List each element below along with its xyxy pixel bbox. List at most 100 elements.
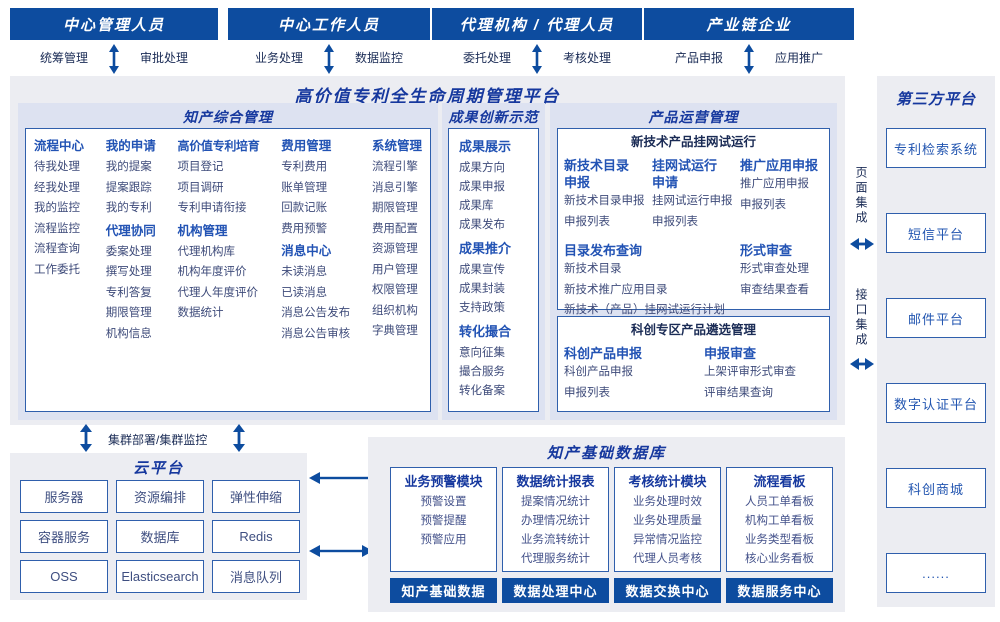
vertical-double-arrow-icon bbox=[233, 424, 245, 452]
group-items: 我的提案提案跟踪我的专利 bbox=[106, 157, 156, 219]
platform-panel: 高价值专利全生命周期管理平台 知产综合管理 流程中心 待我处理经我处理我的监控流… bbox=[10, 76, 845, 425]
group-header: 形式审查 bbox=[740, 243, 793, 258]
menu-item: 代理机构库 bbox=[177, 245, 236, 258]
ip-column-my-apply: 我的申请 我的提案提案跟踪我的专利 代理协同 委案处理撰写处理专利答复期限管理机… bbox=[106, 134, 156, 344]
cloud-service-box: Redis bbox=[212, 520, 300, 553]
group-items: 形式审查处理审查结果查看 bbox=[740, 259, 823, 300]
group-items: 挂网试运行申报申报列表 bbox=[652, 191, 740, 232]
menu-item: 意向征集 bbox=[459, 347, 505, 359]
integration-api-label: 接口集成 bbox=[854, 288, 868, 348]
actor-flows-4: 产品申报 应用推广 bbox=[644, 44, 854, 76]
group-header: 成果展示 bbox=[459, 139, 512, 154]
menu-item: 项目调研 bbox=[177, 181, 224, 194]
section-product-ops: 产品运营管理 新技术产品挂网试运行 新技术目录申报 新技术目录申报申报列表 挂网… bbox=[550, 103, 837, 420]
menu-item: 我的专利 bbox=[105, 202, 152, 214]
po-col: 科创产品申报 科创产品申报申报列表 bbox=[564, 341, 704, 403]
module-header: 流程看板 bbox=[753, 474, 806, 489]
menu-item: 流程引擎 bbox=[371, 161, 418, 173]
menu-item: 流程监控 bbox=[34, 222, 80, 235]
selection-box-title: 科创专区产品遴选管理 bbox=[630, 323, 756, 337]
db-modules: 业务预警模块 预警设置预警提醒预警应用 数据统计报表 提案情况统计办理情况统计业… bbox=[390, 467, 833, 572]
module-item: 异常情况监控 bbox=[633, 534, 702, 546]
third-party-title: 第三方平台 bbox=[895, 91, 976, 108]
platform-title: 高价值专利全生命周期管理平台 bbox=[294, 87, 561, 106]
module-item: 业务处理质量 bbox=[633, 515, 702, 527]
integration-page-label: 页面集成 bbox=[854, 166, 868, 226]
menu-item: 申报列表 bbox=[564, 386, 610, 399]
menu-item: 委案处理 bbox=[105, 245, 152, 258]
trial-operation-box: 新技术产品挂网试运行 新技术目录申报 新技术目录申报申报列表 挂网试运行申请 挂… bbox=[557, 128, 830, 316]
menu-item: 支持政策 bbox=[459, 302, 505, 314]
section-title: 成果创新示范 bbox=[448, 109, 539, 125]
module-item: 业务类型看板 bbox=[745, 534, 814, 546]
menu-item: 挂网试运行申报 bbox=[652, 195, 733, 207]
module-items: 预警设置预警提醒预警应用 bbox=[391, 493, 496, 550]
group-header: 代理协同 bbox=[105, 223, 156, 238]
module-item: 核心业务看板 bbox=[745, 553, 814, 565]
horizontal-double-arrow-icon bbox=[309, 545, 373, 557]
db-buttons: 知产基础数据数据处理中心数据交换中心数据服务中心 bbox=[390, 578, 833, 603]
actor-bar-enterprises: 产业链企业 bbox=[644, 8, 854, 40]
db-module-reports: 数据统计报表 提案情况统计办理情况统计业务流转统计代理服务统计 bbox=[502, 467, 609, 572]
ip-management-box: 流程中心 待我处理经我处理我的监控流程监控流程查询工作委托 我的申请 我的提案提… bbox=[25, 128, 431, 412]
selection-box: 科创专区产品遴选管理 科创产品申报 科创产品申报申报列表 申报审查 上架评审形式… bbox=[557, 316, 830, 412]
db-center-button: 知产基础数据 bbox=[390, 578, 497, 603]
group-header: 新技术目录申报 bbox=[564, 158, 630, 190]
menu-item: 成果封装 bbox=[459, 283, 505, 295]
menu-item: 费用预警 bbox=[281, 222, 328, 235]
group-items: 未读消息已读消息消息公告发布消息公告审核 bbox=[281, 262, 350, 344]
group-header: 系统管理 bbox=[371, 139, 422, 153]
actor-flows-2: 业务处理 数据监控 bbox=[228, 44, 430, 76]
menu-item: 权限管理 bbox=[371, 284, 418, 296]
group-header: 科创产品申报 bbox=[564, 346, 643, 361]
group-header: 挂网试运行申请 bbox=[652, 158, 718, 190]
module-item: 代理服务统计 bbox=[521, 553, 590, 565]
module-item: 业务处理时效 bbox=[633, 496, 702, 508]
vertical-double-arrow-icon bbox=[744, 44, 754, 74]
db-center-button: 数据服务中心 bbox=[726, 578, 833, 603]
module-item: 预警应用 bbox=[420, 534, 467, 546]
menu-item: 专利费用 bbox=[281, 161, 328, 173]
po-col: 形式审查 形式审查处理审查结果查看 bbox=[740, 238, 823, 321]
cloud-service-box: 消息队列 bbox=[212, 560, 300, 593]
menu-item: 待我处理 bbox=[34, 161, 80, 173]
section-title: 产品运营管理 bbox=[648, 109, 739, 125]
menu-item: 新技术（产品）挂网试运行计划 bbox=[564, 304, 725, 316]
menu-item: 新技术目录申报 bbox=[564, 195, 645, 207]
cluster-label: 集群部署/集群监控 bbox=[108, 433, 208, 447]
db-center-button: 数据处理中心 bbox=[502, 578, 609, 603]
group-header: 费用管理 bbox=[281, 139, 332, 153]
menu-item: 专利申请衔接 bbox=[177, 202, 247, 214]
section-ip-management: 知产综合管理 流程中心 待我处理经我处理我的监控流程监控流程查询工作委托 我的申… bbox=[18, 103, 438, 420]
group-items: 新技术目录申报申报列表 bbox=[564, 191, 652, 232]
menu-item: 成果库 bbox=[459, 200, 494, 212]
vertical-double-arrow-icon bbox=[324, 44, 334, 74]
ip-column-process-center: 流程中心 待我处理经我处理我的监控流程监控流程查询工作委托 bbox=[34, 134, 84, 344]
menu-item: 科创产品申报 bbox=[564, 366, 633, 378]
group-header: 申报审查 bbox=[704, 346, 757, 361]
group-items: 成果方向成果申报成果库成果发布 bbox=[459, 159, 538, 235]
menu-item: 期限管理 bbox=[105, 307, 152, 319]
module-item: 提案情况统计 bbox=[521, 496, 590, 508]
menu-item: 消息公告发布 bbox=[281, 307, 351, 319]
menu-item: 字典管理 bbox=[371, 325, 418, 337]
cloud-service-box: 弹性伸缩 bbox=[212, 480, 300, 513]
menu-item: 新技术推广应用目录 bbox=[564, 283, 668, 296]
menu-item: 期限管理 bbox=[371, 202, 418, 214]
module-items: 业务处理时效业务处理质量异常情况监控代理人员考核 bbox=[615, 493, 720, 569]
menu-item: 流程查询 bbox=[34, 243, 80, 255]
module-item: 人员工单看板 bbox=[745, 496, 814, 508]
group-items: 代理机构库机构年度评价代理人年度评价数据统计 bbox=[178, 242, 260, 324]
menu-item: 用户管理 bbox=[371, 263, 418, 276]
menu-item: 形式审查处理 bbox=[740, 263, 809, 275]
group-header: 目录发布查询 bbox=[564, 243, 643, 258]
cloud-service-box: 服务器 bbox=[20, 480, 108, 513]
group-header: 机构管理 bbox=[177, 223, 228, 238]
db-module-alerts: 业务预警模块 预警设置预警提醒预警应用 bbox=[390, 467, 497, 572]
third-party-list: 专利检索系统短信平台邮件平台数字认证平台科创商城...... bbox=[886, 128, 986, 593]
actor-flows-3: 委托处理 考核处理 bbox=[432, 44, 642, 76]
actor-flow-label: 数据监控 bbox=[355, 51, 404, 65]
third-party-box: 数字认证平台 bbox=[886, 383, 986, 423]
module-header: 业务预警模块 bbox=[404, 474, 483, 489]
